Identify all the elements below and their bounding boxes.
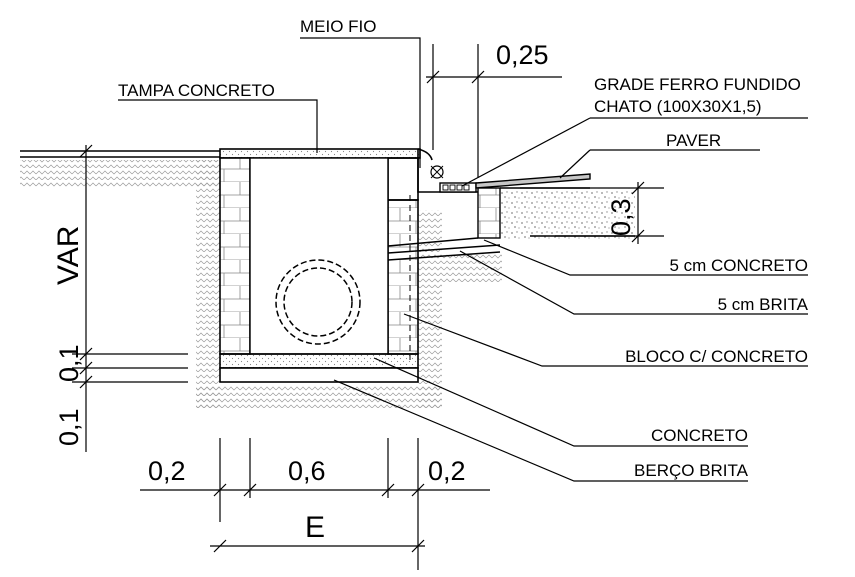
dimension-lines [72,44,664,570]
label-meio-fio: MEIO FIO [300,17,377,36]
inlet-slab [387,237,501,261]
pipe-section [275,259,361,345]
label-berco-brita: BERÇO BRITA [634,461,749,480]
dim-02-right: 0,2 [428,456,466,486]
dim-03: 0,3 [606,198,636,236]
right-block-wall [477,187,501,239]
dim-var: VAR [52,226,85,285]
left-wall [219,157,251,355]
dim-e: E [305,511,325,544]
paver [475,173,591,189]
label-grade-line1: GRADE FERRO FUNDIDO [594,75,801,94]
brita-bed [219,367,419,383]
chamber-interior [249,157,389,355]
label-grade-line2: CHATO (100X30X1,5) [594,97,762,116]
label-5cm-concreto: 5 cm CONCRETO [669,256,808,275]
label-tampa-concreto: TAMPA CONCRETO [118,81,275,100]
dim-01-top: 0,1 [54,344,84,382]
right-upper-wall [387,157,419,201]
right-wall [387,199,419,355]
concrete-base [219,353,419,369]
label-bloco: BLOCO C/ CONCRETO [625,347,808,366]
label-concreto: CONCRETO [651,426,748,445]
dim-01-bottom: 0,1 [54,408,84,446]
top-slab [219,148,421,159]
dim-06: 0,6 [288,456,326,486]
grate-icon [430,165,477,193]
soil-hatch [20,160,635,408]
dim-02-left: 0,2 [148,456,186,486]
dim-025: 0,25 [496,40,549,70]
leader-lines [118,37,808,482]
label-paver: PAVER [666,131,721,150]
label-5cm-brita: 5 cm BRITA [718,295,809,314]
